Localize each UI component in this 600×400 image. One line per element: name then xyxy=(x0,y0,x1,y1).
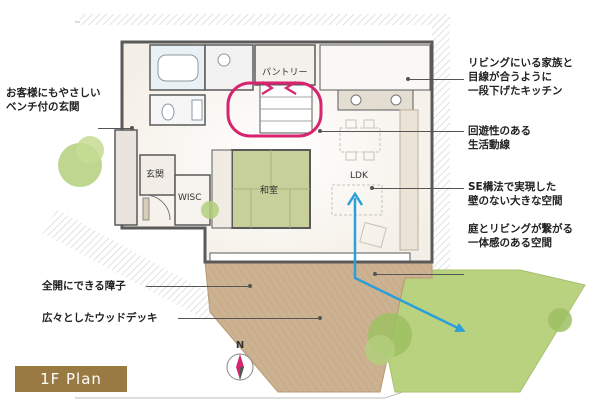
dining-set xyxy=(339,119,381,161)
callout-se-frame-line: SE構法で実現した xyxy=(468,181,557,193)
callout-kitchen: リビングにいる家族と 目線が合うように 一段下げたキッチン xyxy=(468,56,573,98)
trees xyxy=(58,136,572,365)
garden-connection-arrow-top xyxy=(346,191,364,206)
leader-entrance-dot xyxy=(130,126,134,130)
callout-kitchen-line: 一段下げたキッチン xyxy=(468,85,563,97)
leader-kitchen-dot xyxy=(406,77,410,81)
room-label-ldk: LDK xyxy=(350,171,369,181)
leader-se-frame-dot xyxy=(370,186,374,190)
callout-garden: 庭とリビングが繋がる 一体感のある空間 xyxy=(468,222,573,250)
shoji-screens xyxy=(209,252,411,262)
pantry-stair xyxy=(254,44,316,134)
callout-deck: 広々としたウッドデッキ xyxy=(42,311,158,325)
callout-entrance: お客様にもやさしい ベンチ付の玄関 xyxy=(6,86,101,114)
callout-garden-line: 一体感のある空間 xyxy=(468,237,552,249)
leader-se-frame xyxy=(372,188,464,189)
leader-deck xyxy=(178,318,320,319)
leader-deck-dot xyxy=(318,316,322,320)
leader-garden-dot xyxy=(373,272,377,276)
room-label-washitsu: 和室 xyxy=(260,184,278,196)
leader-kitchen xyxy=(408,79,464,80)
leader-circulation-dot xyxy=(318,129,322,133)
callout-circulation-line: 生活動線 xyxy=(468,139,510,151)
compass: N xyxy=(226,340,254,381)
callout-se-frame-line: 壁のない大きな空間 xyxy=(468,195,563,207)
lot-hatch-left-slope xyxy=(40,210,222,320)
loop-arrows xyxy=(261,81,297,95)
callout-garden-line: 庭とリビングが繋がる xyxy=(468,223,573,235)
room-label-wisc: WISC xyxy=(178,193,202,203)
porch xyxy=(114,129,138,226)
callout-circulation-line: 回遊性のある xyxy=(468,125,531,137)
leader-shoji-dot xyxy=(248,284,252,288)
room-label-genkan: 玄関 xyxy=(146,168,164,180)
leader-garden xyxy=(375,274,464,275)
bath-zone xyxy=(149,44,254,126)
floor-plan-badge: 1F Plan xyxy=(15,366,127,392)
callout-shoji: 全開にできる障子 xyxy=(42,279,126,293)
callout-se-frame: SE構法で実現した 壁のない大きな空間 xyxy=(468,180,563,208)
callout-entrance-line: お客様にもやさしい xyxy=(6,87,101,99)
callout-shoji-line: 全開にできる障子 xyxy=(42,280,126,292)
leader-shoji xyxy=(146,286,250,287)
circulation-loop xyxy=(226,81,323,138)
compass-north-label: N xyxy=(236,340,244,351)
callout-circulation: 回遊性のある 生活動線 xyxy=(468,124,531,152)
callout-kitchen-line: リビングにいる家族と xyxy=(468,57,573,69)
callout-deck-line: 広々としたウッドデッキ xyxy=(42,312,158,324)
callout-entrance-line: ベンチ付の玄関 xyxy=(6,101,80,113)
leader-entrance xyxy=(98,128,132,129)
room-label-pantry: パントリー xyxy=(262,67,307,78)
kitchen xyxy=(319,44,431,251)
living-sofa xyxy=(331,184,387,249)
lot-hatch-top xyxy=(80,14,450,25)
garden-connection-arrow xyxy=(353,198,466,332)
leader-circulation xyxy=(320,131,464,132)
callout-kitchen-line: 目線が合うように xyxy=(468,71,552,83)
